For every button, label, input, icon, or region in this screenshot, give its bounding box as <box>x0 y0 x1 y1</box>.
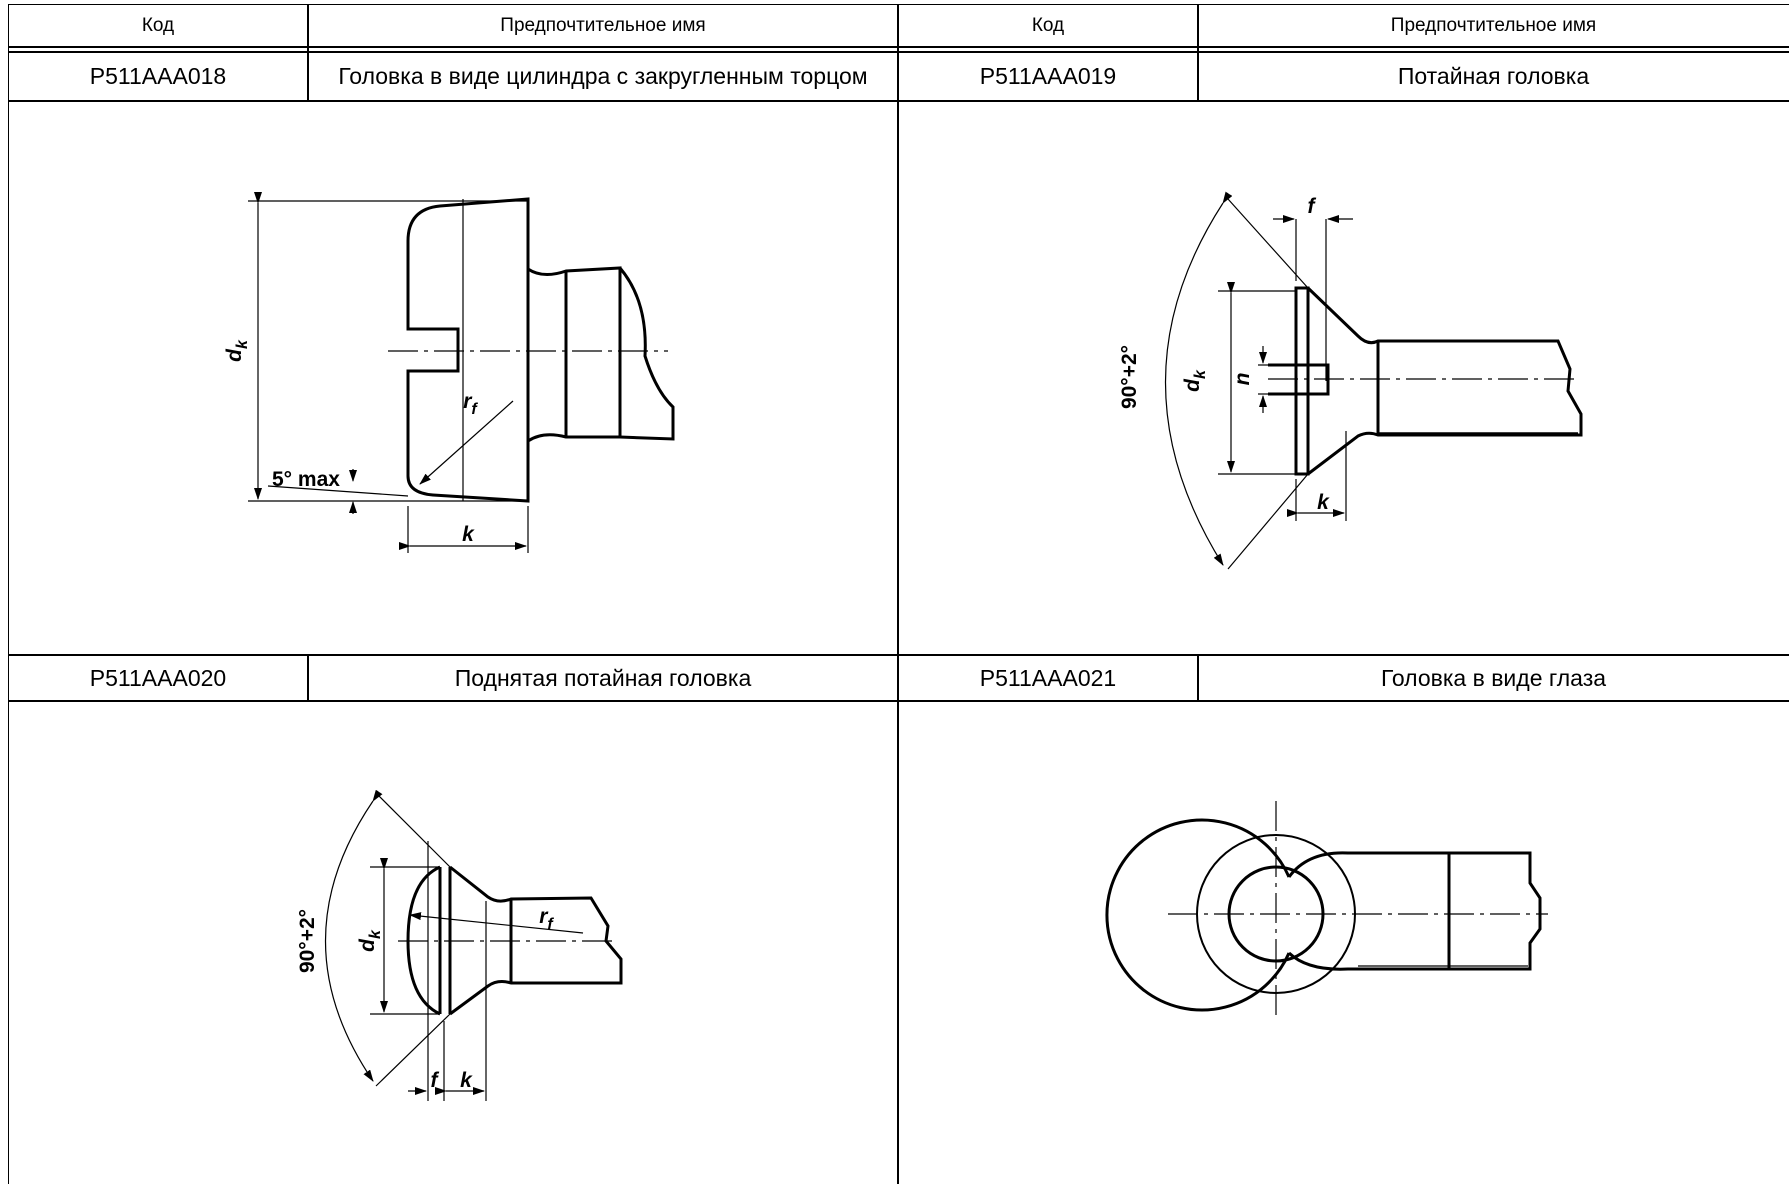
svg-text:dk: dk <box>356 929 384 952</box>
drawing-eye-head <box>1105 801 1548 1021</box>
entry-name: Потайная головка <box>1397 63 1590 89</box>
f-label: f <box>431 1069 440 1092</box>
entry-name: Поднятая потайная головка <box>454 664 752 691</box>
rf-label: r <box>539 905 549 928</box>
svg-text:dk: dk <box>223 339 251 362</box>
n-label: n <box>1231 373 1254 386</box>
rf-subscript: f <box>471 401 478 418</box>
entry-name: Головка в виде цилиндра с закругленным т… <box>338 63 868 89</box>
entry-name: Головка в виде глаза <box>1380 664 1607 691</box>
header-name-2: Предпочтительное имя <box>1390 14 1597 36</box>
f-label: f <box>1308 195 1317 218</box>
table-grid <box>8 4 1789 1184</box>
header-name-1: Предпочтительное имя <box>500 14 706 36</box>
svg-text:dk: dk <box>1181 369 1209 392</box>
header-code-1: Код <box>141 14 175 36</box>
k-label: k <box>1317 491 1330 514</box>
rf-label: r <box>463 390 473 413</box>
header-code-2: Код <box>1031 14 1065 36</box>
entry-code: P511AAA019 <box>979 63 1117 89</box>
k-label: k <box>460 1069 473 1092</box>
dk-subscript: k <box>367 929 384 939</box>
angle-label: 90°+2° <box>1118 345 1141 409</box>
dk-label: d <box>356 938 379 952</box>
angle-label: 5° max <box>272 468 340 491</box>
entry-code: P511AAA018 <box>89 63 227 89</box>
head-outline <box>406 197 675 503</box>
svg-text:rf: rf <box>539 905 554 933</box>
drawing-rounded-cylinder-head: dk k rf 5° max <box>223 192 675 553</box>
dk-label: d <box>223 348 246 362</box>
angle-label: 90°+2° <box>296 909 319 973</box>
rf-subscript: f <box>547 916 554 933</box>
drawing-raised-countersunk-head: dk rf f k 90°+2° <box>296 789 623 1101</box>
dk-subscript: k <box>234 339 251 349</box>
k-label: k <box>462 523 475 546</box>
dk-subscript: k <box>1192 369 1209 379</box>
entry-code: P511AAA021 <box>979 664 1117 691</box>
dk-label: d <box>1181 378 1204 392</box>
drawing-countersunk-head: f dk n k 90°+2° <box>1118 191 1583 570</box>
entry-code: P511AAA020 <box>89 664 227 691</box>
standard-table-sheet: Код Предпочтительное имя Код Предпочтите… <box>8 4 1789 1184</box>
svg-text:rf: rf <box>463 390 478 418</box>
